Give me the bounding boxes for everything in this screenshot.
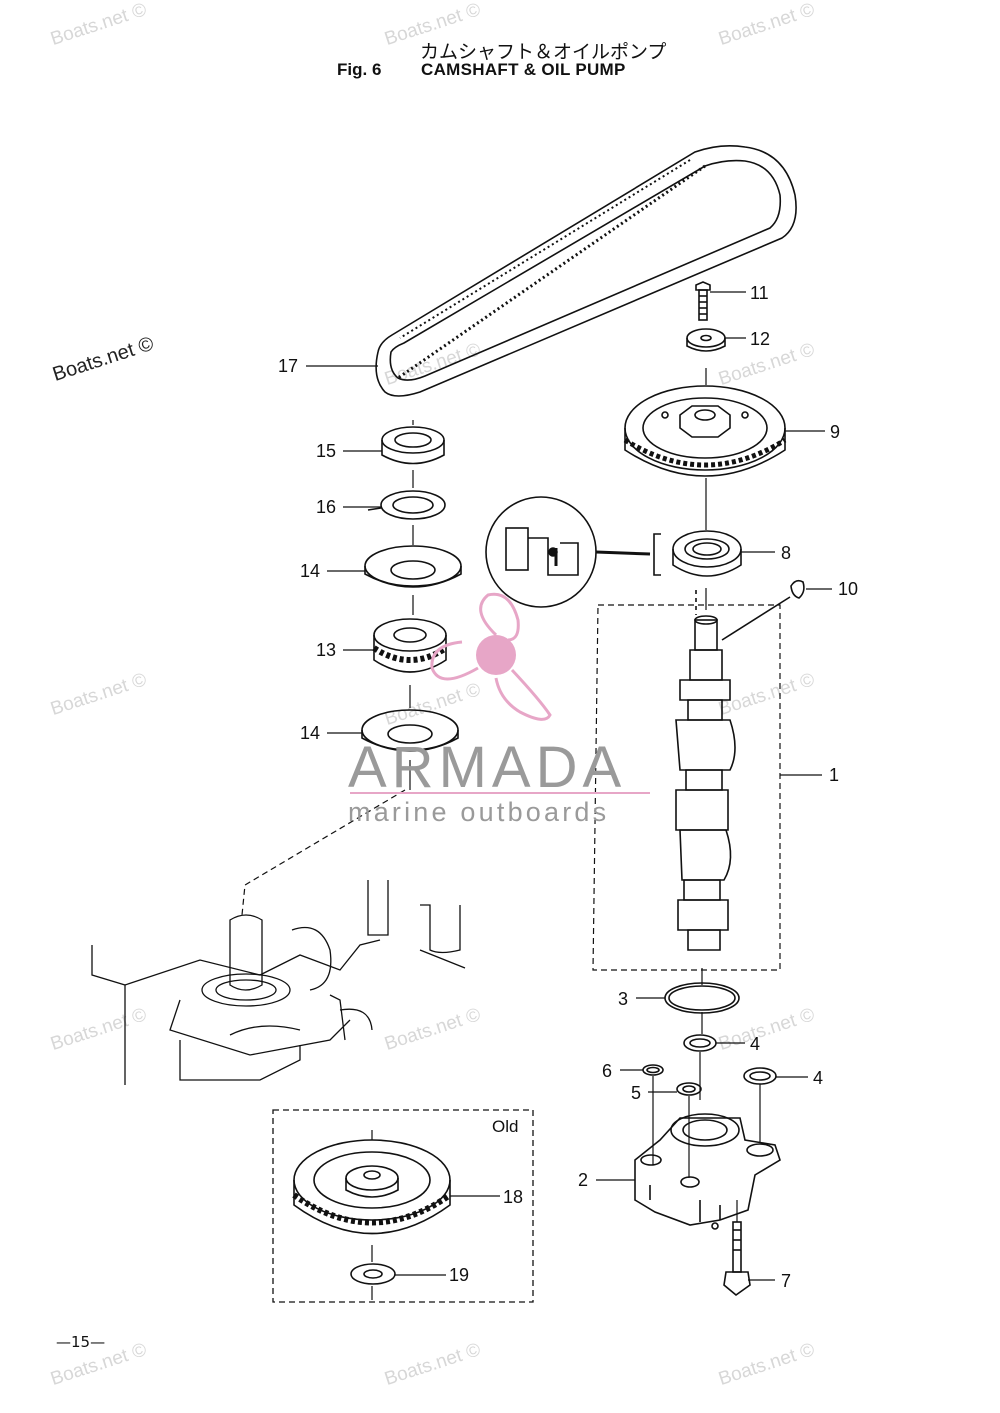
o-ring xyxy=(664,982,740,1014)
washer xyxy=(686,328,726,352)
callout-8: 8 xyxy=(781,543,792,563)
callout-2: 2 xyxy=(578,1170,589,1190)
callout-12: 12 xyxy=(750,329,771,349)
timing-belt xyxy=(375,145,797,397)
callout-15: 15 xyxy=(316,441,337,461)
callout-10: 10 xyxy=(838,579,859,599)
callout-1: 1 xyxy=(829,765,840,785)
logo-tagline: marine outboards xyxy=(348,797,610,827)
bolt xyxy=(723,1221,751,1297)
figure-number: Fig. 6 xyxy=(337,60,382,79)
callout-19: 19 xyxy=(449,1265,470,1285)
woodruff-key xyxy=(790,579,805,599)
callout-11: 11 xyxy=(750,283,769,303)
armada-logo-graphic xyxy=(430,592,552,721)
oil-pump xyxy=(634,1113,781,1230)
callout-17: 17 xyxy=(278,356,299,376)
camshaft xyxy=(675,590,791,951)
washer-old xyxy=(350,1263,396,1285)
callout-5: 5 xyxy=(631,1083,642,1103)
camshaft-pulley xyxy=(623,385,787,477)
callout-13: 13 xyxy=(316,640,337,660)
callout-7: 7 xyxy=(781,1271,792,1291)
callout-4: 4 xyxy=(750,1034,761,1054)
callout-4-right: 4 xyxy=(813,1068,824,1088)
nut xyxy=(381,426,445,465)
callout-14-lower: 14 xyxy=(300,723,321,743)
title-japanese: カムシャフト＆オイルポンプ xyxy=(420,41,667,63)
callout-18: 18 xyxy=(503,1187,524,1207)
callout-9: 9 xyxy=(830,422,841,442)
bolt xyxy=(695,281,711,321)
o-ring xyxy=(642,1064,664,1076)
o-ring xyxy=(668,985,736,1011)
camshaft-pulley-old xyxy=(292,1139,452,1235)
old-parts-box xyxy=(272,1109,534,1303)
callout-6: 6 xyxy=(602,1061,613,1081)
lock-washer xyxy=(367,490,446,520)
logo-name: ARMADA xyxy=(348,735,627,800)
o-ring xyxy=(743,1067,777,1085)
leader-lines xyxy=(306,291,832,1281)
cylinder-block xyxy=(91,880,466,1085)
page-number: —15— xyxy=(56,1333,106,1351)
plate xyxy=(364,545,462,588)
drive-sprocket xyxy=(372,618,448,673)
callout-3: 3 xyxy=(618,989,629,1009)
callout-14: 14 xyxy=(300,561,321,581)
seal-detail-circle xyxy=(485,496,651,608)
o-ring xyxy=(683,1034,717,1052)
oil-seal xyxy=(653,530,742,577)
plate xyxy=(361,709,459,752)
camshaft-bracket xyxy=(592,604,781,971)
callout-16: 16 xyxy=(316,497,337,517)
o-ring xyxy=(676,1082,702,1096)
figure-title: CAMSHAFT & OIL PUMP xyxy=(421,60,626,79)
old-box-label: Old xyxy=(492,1117,519,1136)
